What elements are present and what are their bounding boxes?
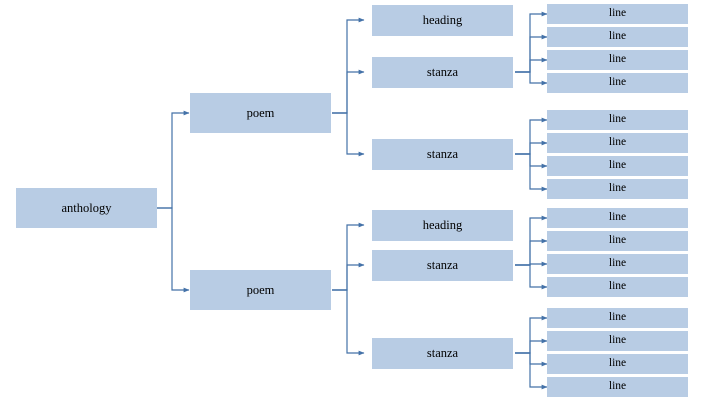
node-label: line [608,234,627,247]
node-line-10[interactable]: line [547,231,688,251]
edge-anthology-to-poem-1 [157,110,190,209]
edge-stanza-3-to-line-10 [515,238,548,266]
edge-stanza-1-to-line-2 [515,34,548,73]
node-line-2[interactable]: line [547,27,688,47]
node-label: line [608,182,627,195]
edge-poem-2-to-heading-2 [332,222,365,291]
node-label: line [608,113,627,126]
node-line-11[interactable]: line [547,254,688,274]
edge-stanza-2-to-line-8 [515,153,548,192]
node-label: line [608,311,627,324]
node-label: line [608,7,627,20]
node-line-4[interactable]: line [547,73,688,93]
node-label: line [608,280,627,293]
node-heading-1[interactable]: heading [372,5,513,36]
node-label: line [608,257,627,270]
node-label: line [608,380,627,393]
edge-stanza-4-to-line-14 [515,338,548,354]
node-line-14[interactable]: line [547,331,688,351]
node-line-3[interactable]: line [547,50,688,70]
node-label: line [608,76,627,89]
node-label: line [608,30,627,43]
edge-stanza-3-to-line-9 [515,215,548,266]
node-label: line [608,136,627,149]
edge-poem-1-to-stanza-2 [332,112,365,157]
node-heading-2[interactable]: heading [372,210,513,241]
edge-stanza-1-to-line-1 [515,11,548,73]
node-line-13[interactable]: line [547,308,688,328]
node-label: poem [246,282,275,297]
node-line-6[interactable]: line [547,133,688,153]
edge-stanza-4-to-line-13 [515,315,548,354]
edge-stanza-4-to-line-15 [515,352,548,367]
node-label: stanza [426,346,459,361]
edge-poem-1-to-heading-1 [332,17,365,114]
node-poem-1[interactable]: poem [190,93,331,133]
node-label: line [608,211,627,224]
node-label: stanza [426,258,459,273]
edge-stanza-2-to-line-6 [515,140,548,155]
node-line-1[interactable]: line [547,4,688,24]
node-line-16[interactable]: line [547,377,688,397]
node-stanza-4[interactable]: stanza [372,338,513,369]
node-line-12[interactable]: line [547,277,688,297]
node-line-15[interactable]: line [547,354,688,374]
node-label: heading [422,218,463,233]
node-label: heading [422,13,463,28]
node-label: line [608,334,627,347]
node-label: line [608,53,627,66]
node-label: line [608,159,627,172]
edge-stanza-2-to-line-5 [515,117,548,155]
node-stanza-1[interactable]: stanza [372,57,513,88]
node-stanza-3[interactable]: stanza [372,250,513,281]
node-stanza-2[interactable]: stanza [372,139,513,170]
edge-stanza-3-to-line-11 [515,261,548,267]
edge-stanza-4-to-line-16 [515,352,548,390]
edge-poem-2-to-stanza-3 [332,262,365,291]
node-poem-2[interactable]: poem [190,270,331,310]
node-anthology[interactable]: anthology [16,188,157,228]
edge-stanza-1-to-line-3 [515,57,548,73]
node-label: line [608,357,627,370]
edge-stanza-3-to-line-12 [515,264,548,290]
node-label: anthology [61,200,112,215]
edge-poem-2-to-stanza-4 [332,289,365,356]
node-line-5[interactable]: line [547,110,688,130]
edge-stanza-2-to-line-7 [515,153,548,169]
edge-poem-1-to-stanza-1 [332,69,365,114]
node-label: stanza [426,65,459,80]
edge-anthology-to-poem-2 [157,207,190,293]
edge-stanza-1-to-line-4 [515,71,548,86]
node-label: poem [246,105,275,120]
node-line-7[interactable]: line [547,156,688,176]
node-line-8[interactable]: line [547,179,688,199]
node-line-9[interactable]: line [547,208,688,228]
node-label: stanza [426,147,459,162]
